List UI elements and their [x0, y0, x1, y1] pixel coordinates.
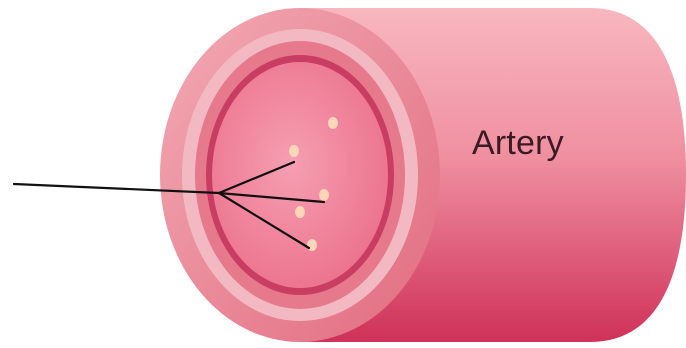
cell-dot — [328, 117, 338, 129]
artery-label: Artery — [472, 124, 564, 162]
cell-dot — [319, 189, 329, 201]
cell-dot — [307, 239, 317, 251]
lumen — [212, 62, 388, 288]
cell-dot — [295, 206, 305, 218]
cell-dot — [289, 145, 299, 157]
